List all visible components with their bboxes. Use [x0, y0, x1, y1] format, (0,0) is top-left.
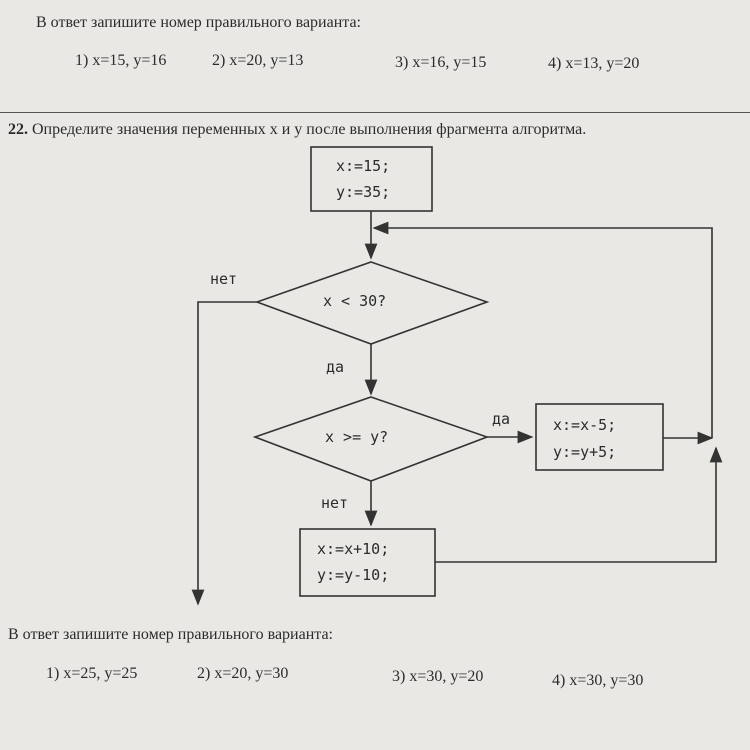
cond2-yes-label: да — [492, 410, 511, 428]
cond1-text: x < 30? — [323, 292, 387, 310]
answer-option-4: 4) x=30, y=30 — [552, 672, 644, 689]
yes-y: y:=y+5; — [553, 443, 617, 461]
prev-option-3: 3) x=16, y=15 — [395, 54, 487, 71]
yes-x: x:=x-5; — [553, 416, 617, 434]
task-heading: 22. Определите значения переменных x и y… — [8, 121, 586, 139]
section-divider — [0, 112, 750, 113]
prev-instruction: В ответ запишите номер правильного вариа… — [36, 14, 361, 31]
answer-instruction: В ответ запишите номер правильного вариа… — [8, 626, 333, 643]
cond2-text: x >= y? — [325, 428, 389, 446]
task-number: 22. — [8, 121, 28, 138]
prev-option-1: 1) x=15, y=16 — [75, 52, 167, 69]
answer-option-2: 2) x=20, y=30 — [197, 665, 289, 682]
no-x: x:=x+10; — [317, 540, 390, 558]
cond1-no-label: нет — [210, 270, 238, 288]
prev-option-2: 2) x=20, y=13 — [212, 52, 304, 69]
yes-box — [535, 403, 664, 471]
init-y: y:=35; — [336, 183, 391, 201]
prev-option-4: 4) x=13, y=20 — [548, 55, 640, 72]
cond1-yes-label: да — [326, 358, 345, 376]
init-x: x:=15; — [336, 157, 391, 175]
answer-option-1: 1) x=25, y=25 — [46, 665, 138, 682]
answer-option-3: 3) x=30, y=20 — [392, 668, 484, 685]
no-y: y:=y-10; — [317, 566, 390, 584]
task-text: Определите значения переменных x и y пос… — [32, 121, 587, 138]
cond2-no-label: нет — [321, 494, 349, 512]
